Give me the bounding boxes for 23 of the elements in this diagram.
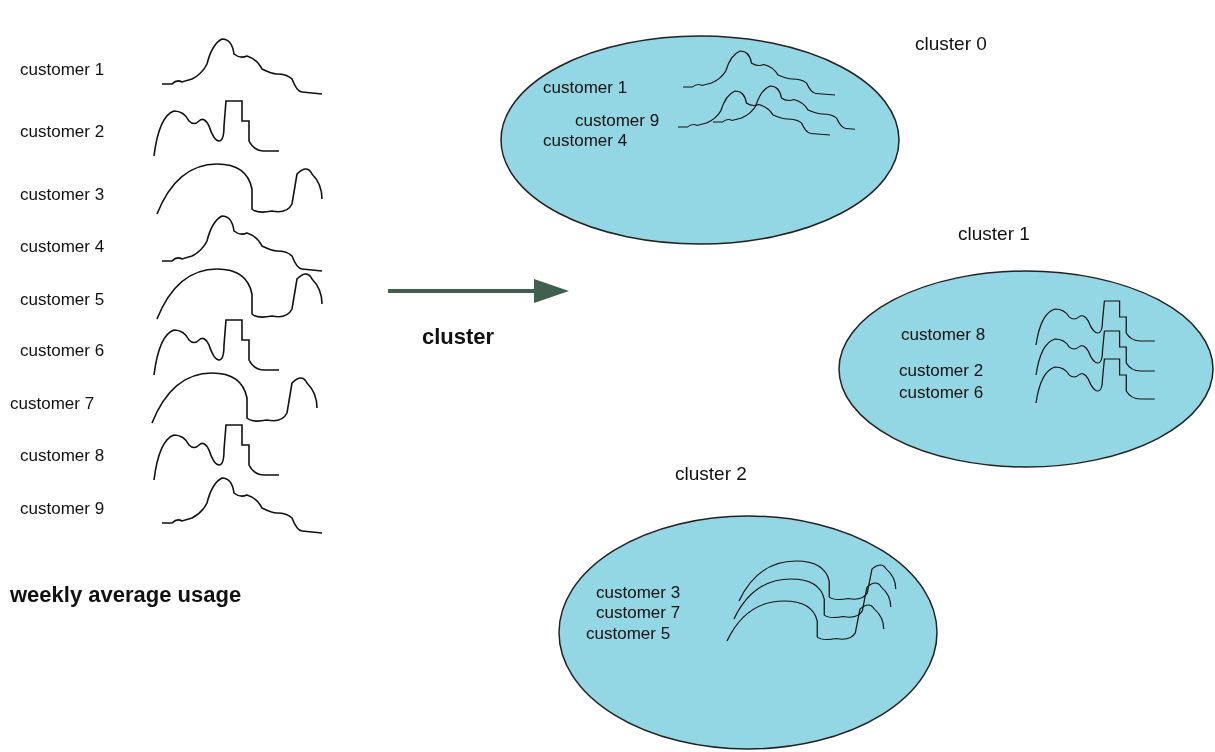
customer-label: customer 5: [20, 289, 105, 311]
cluster-heading: cluster 2: [675, 462, 747, 486]
cluster-heading: cluster 0: [915, 32, 987, 56]
customer-label: customer 7: [596, 602, 681, 624]
customer-label: customer 5: [586, 623, 671, 645]
customer-label: customer 8: [901, 324, 986, 346]
cluster-heading: cluster 1: [958, 222, 1030, 246]
customer-label: customer 6: [899, 382, 984, 404]
customer-label: customer 6: [20, 340, 105, 362]
customer-label: customer 9: [575, 110, 660, 132]
customer-label: customer 9: [20, 498, 105, 520]
customer-label: customer 8: [20, 445, 105, 467]
customer-label: customer 2: [20, 121, 105, 143]
customer-label: customer 3: [596, 582, 681, 604]
customer-label: customer 4: [20, 236, 105, 258]
customer-label: customer 7: [10, 393, 95, 415]
customer-label: customer 2: [899, 360, 984, 382]
axis-caption: weekly average usage: [10, 581, 242, 609]
arrow-caption: cluster: [422, 323, 495, 351]
customer-label: customer 1: [20, 59, 105, 81]
customer-label: customer 3: [20, 184, 105, 206]
customer-label: customer 1: [543, 77, 628, 99]
customer-label: customer 4: [543, 130, 628, 152]
